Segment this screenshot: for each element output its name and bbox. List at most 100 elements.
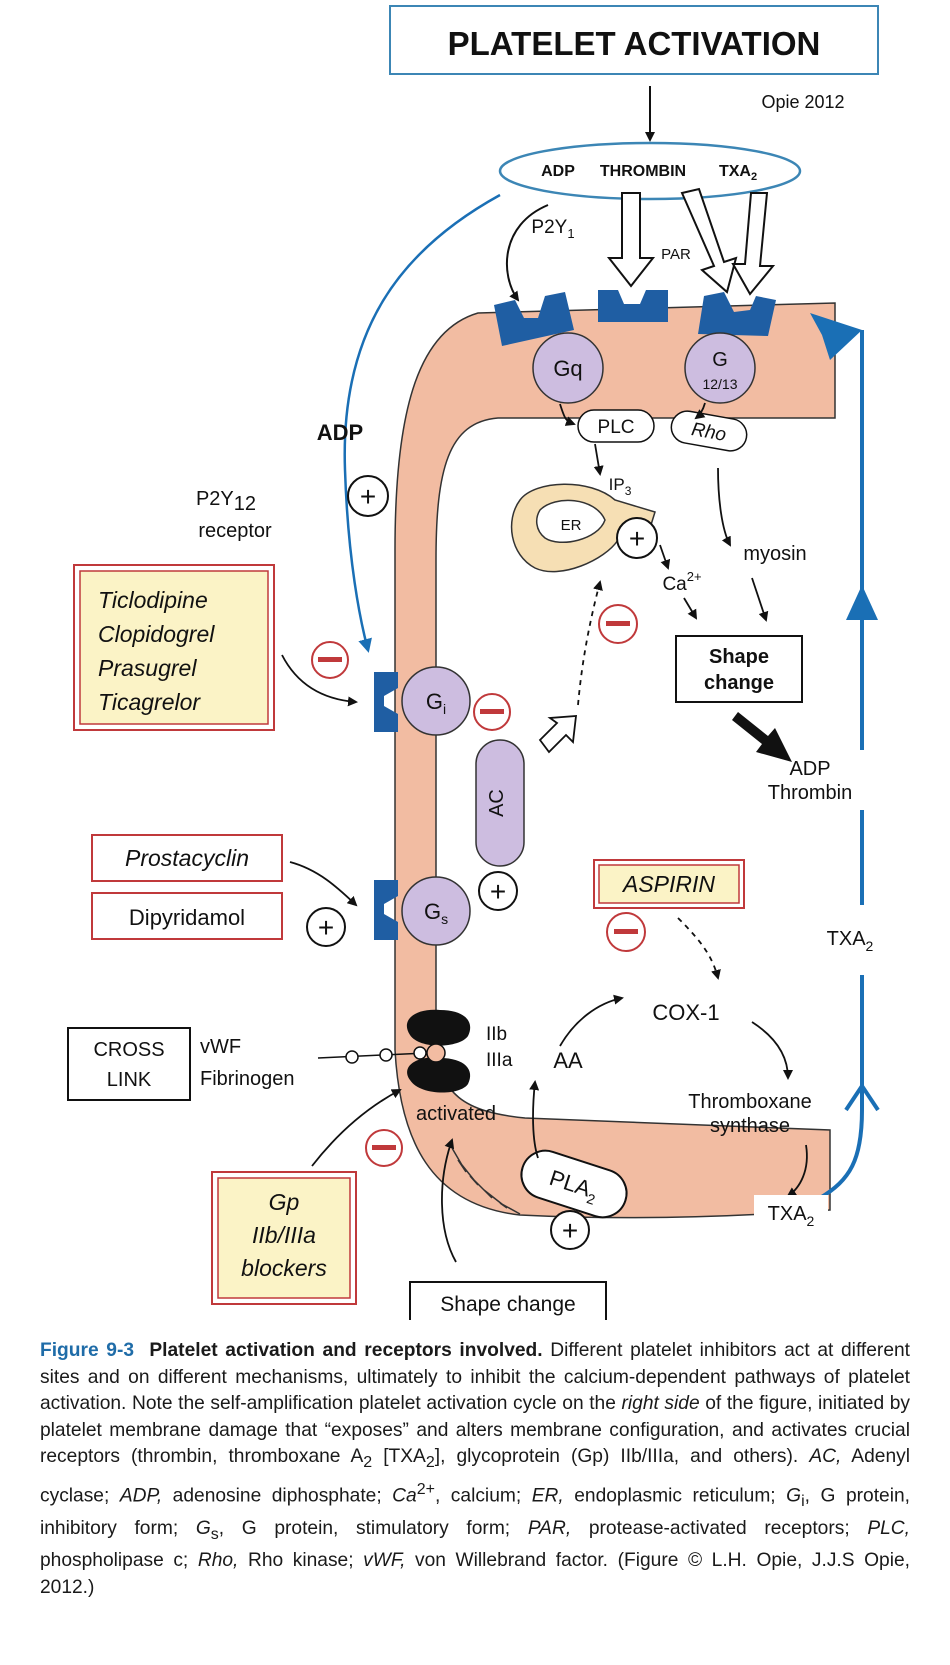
- caption-sub-2: 2: [425, 1454, 435, 1472]
- agonist-ellipse: [498, 141, 802, 201]
- cox-to-synthase-arrow: [751, 1021, 793, 1080]
- gp-blockers-line2: IIb/IIIa: [252, 1222, 316, 1248]
- aa-to-cox-arrow: [559, 994, 624, 1047]
- gp-blockers-line1: Gp: [269, 1189, 300, 1215]
- caption-ac-def: Adenyl cyclase;: [40, 1446, 910, 1507]
- gp-blocker-arrow: [311, 1089, 402, 1167]
- g1213-label: G: [712, 349, 728, 371]
- cross-link-box: [67, 1027, 191, 1101]
- title-box: [389, 5, 879, 75]
- dipyridamol-plus-circle: [306, 907, 346, 947]
- camp-minus-sign: [606, 621, 630, 626]
- caption-rho-abbr: Rho,: [197, 1550, 239, 1572]
- plc-box: [577, 409, 655, 443]
- plc-to-ip3-arrow: [593, 443, 604, 476]
- txa2-hollow-arrow: [731, 192, 776, 296]
- thrombin-to-g1213-arrow: [680, 187, 738, 294]
- rho-to-myosin-arrow: [717, 467, 731, 547]
- p2y12-receptor-label: receptor: [198, 520, 272, 542]
- caption-er-def: endoplasmic reticulum;: [563, 1485, 787, 1507]
- prostacyclin-label: Prostacyclin: [125, 845, 249, 871]
- caption-figure-number: Figure 9-3: [40, 1340, 135, 1361]
- caption-gi-def: , G protein, inhibitory form;: [40, 1485, 910, 1539]
- drug-prasugrel: Prasugrel: [98, 655, 197, 681]
- ip-receptor: [374, 880, 398, 940]
- plc-label: PLC: [598, 417, 635, 438]
- agonist-txa2: TXA2: [719, 163, 757, 183]
- txa2-bottom-label: TXA2: [768, 1203, 815, 1229]
- agonist-thrombin: THROMBIN: [600, 163, 686, 180]
- synthase-to-txa2-arrow: [786, 1144, 808, 1198]
- caption-sub-1: 2: [363, 1454, 373, 1472]
- par-label: PAR: [661, 246, 691, 263]
- activated-label: activated: [416, 1103, 496, 1125]
- caption-vwf-abbr: vWF,: [363, 1550, 406, 1572]
- gi-minus-sign: [480, 709, 504, 714]
- caption-ca-abbr: Ca: [392, 1485, 417, 1507]
- caption-plc-abbr: PLC,: [867, 1517, 910, 1539]
- agonist-adp: ADP: [541, 163, 575, 180]
- tx-synthase-line1: Thromboxane: [688, 1091, 811, 1113]
- p2y12-blocker-arrow: [281, 654, 358, 707]
- amplification-open-arrow: [844, 1082, 880, 1112]
- pla2-plus-sign: +: [562, 1215, 578, 1246]
- adp-plus-circle: [347, 475, 389, 517]
- thrombin-hollow-arrow: [606, 192, 656, 288]
- caption-rho-def: Rho kinase;: [238, 1550, 364, 1572]
- drug-ticagrelor: Ticagrelor: [98, 689, 201, 715]
- caption-adp-abbr: ADP,: [119, 1485, 163, 1507]
- aa-label: AA: [553, 1048, 583, 1073]
- drug-ticlodipine: Ticlodipine: [98, 587, 208, 613]
- caption-right-side: right side: [621, 1393, 700, 1415]
- caption-er-abbr: ER,: [531, 1485, 564, 1507]
- platelet-activation-diagram: PLATELET ACTIVATION Opie 2012 ADP THROMB…: [67, 5, 880, 1320]
- calcium-to-shape-arrow: [683, 597, 698, 620]
- caption-gi-sub: i: [801, 1493, 805, 1511]
- caption-gs-def: , G protein, stimulatory form;: [218, 1517, 528, 1539]
- ip3-label: IP3: [609, 475, 632, 498]
- p2y12-minus-sign: [318, 657, 342, 662]
- shape-change-box: [675, 635, 803, 703]
- g1213-to-rho-arrow: [694, 402, 706, 420]
- gi-protein: [401, 666, 471, 736]
- ligand-chain: [317, 1052, 427, 1059]
- tx-synthase-line2: synthase: [710, 1115, 790, 1137]
- iib-label: IIb: [486, 1024, 507, 1045]
- release-adp: ADP: [789, 758, 830, 780]
- caption-par-abbr: PAR,: [527, 1517, 572, 1539]
- p2y12-receptor: [374, 672, 398, 732]
- camp-hollow-arrow: [538, 715, 578, 754]
- caption-text-3: [TXA: [372, 1446, 426, 1468]
- p2y1-receptor: [494, 292, 574, 346]
- gp-blockers-box-outer: [211, 1171, 357, 1305]
- ac-label: AC: [486, 789, 508, 817]
- txa2-bottom-bg: [754, 1195, 828, 1227]
- caption-ca-def: , calcium;: [434, 1485, 532, 1507]
- shape-change-up-arrow: [441, 1138, 457, 1263]
- tp-receptor: [698, 292, 776, 336]
- cross-label: CROSS: [93, 1039, 164, 1061]
- rho-box: [670, 410, 748, 452]
- gs-protein: [401, 876, 471, 946]
- adp-left-label: ADP: [317, 420, 363, 445]
- calcium-label: Ca2+: [662, 569, 701, 595]
- pla2-enzyme: [520, 1149, 628, 1219]
- caption-ac-abbr: AC,: [809, 1446, 842, 1468]
- aspirin-box: [598, 864, 740, 904]
- shape-change-bottom-label: Shape change: [440, 1293, 575, 1316]
- aspirin-minus-sign: [614, 929, 638, 934]
- drug-clopidogrel: Clopidogrel: [98, 621, 215, 647]
- caption-gs-abbr: G: [195, 1517, 211, 1539]
- ligand-bead-2: [379, 1048, 393, 1062]
- g1213-sublabel: 12/13: [702, 376, 737, 392]
- p2y12-label: P2Y12: [196, 488, 256, 515]
- er-label: ER: [561, 517, 582, 534]
- gq-label: Gq: [553, 356, 582, 381]
- prostacyclin-arrow: [289, 861, 358, 907]
- platelet-membrane: [394, 302, 836, 1219]
- aspirin-box-outer: [593, 859, 745, 909]
- p2y12-blockers-box: [79, 570, 269, 725]
- gq-to-plc-arrow: [559, 403, 576, 426]
- myosin-label: myosin: [743, 543, 806, 565]
- gp-blockers-box: [217, 1177, 351, 1299]
